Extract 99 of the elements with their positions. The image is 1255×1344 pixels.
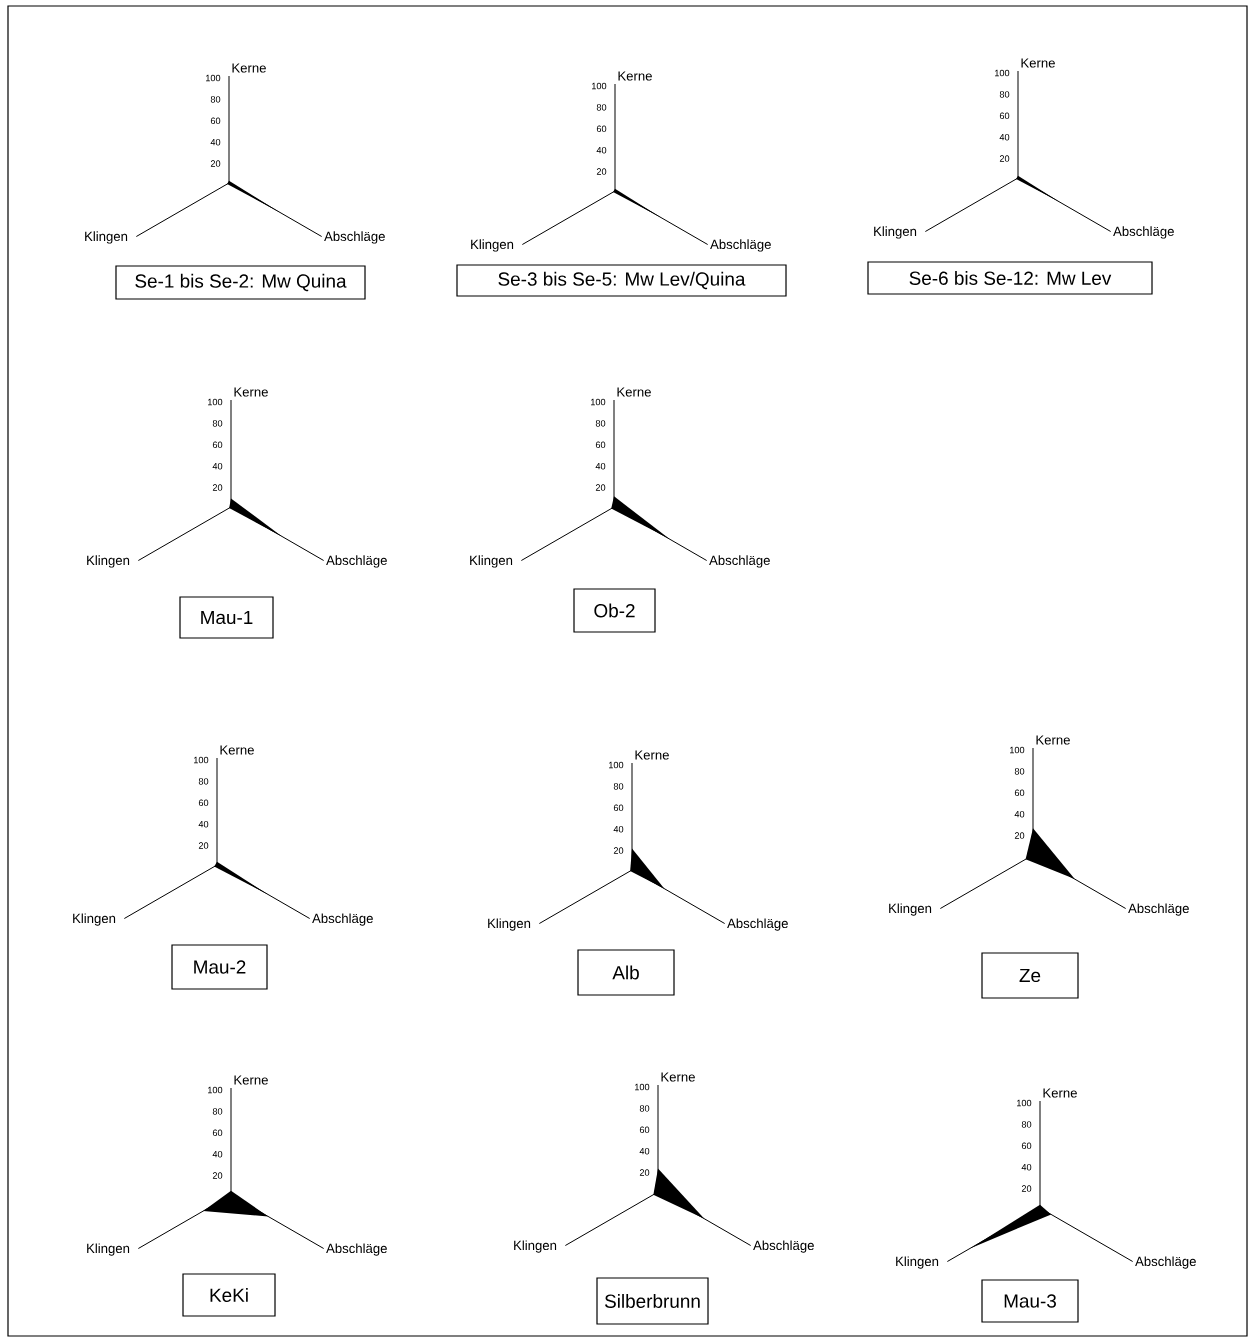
axis-label: Klingen bbox=[470, 555, 513, 568]
axis-label: Abschläge bbox=[1113, 226, 1174, 239]
axis-label: Abschläge bbox=[709, 555, 770, 568]
tick-label: 60 bbox=[198, 799, 209, 807]
tick-label: 20 bbox=[198, 842, 209, 849]
tick-label: 100 bbox=[995, 69, 1010, 77]
label-box: Se-3 bis Se-5: Mw Lev/Quina bbox=[456, 264, 787, 297]
tick-label: 100 bbox=[591, 398, 606, 406]
tick-label: 60 bbox=[212, 1129, 223, 1137]
tick-label: 60 bbox=[212, 441, 223, 449]
tick-label: 20 bbox=[595, 484, 606, 491]
tick-label: 100 bbox=[194, 756, 209, 764]
axis-label: Kerne bbox=[1036, 735, 1070, 745]
tick-label: 40 bbox=[639, 1147, 650, 1155]
tick-label: 60 bbox=[210, 117, 221, 125]
axis-label: Kerne bbox=[220, 745, 254, 755]
tick-label: 40 bbox=[613, 825, 624, 833]
tick-label: 100 bbox=[1010, 746, 1025, 754]
label-box: Ze bbox=[981, 952, 1079, 999]
axis-label: Klingen bbox=[85, 231, 128, 244]
tick-label: 100 bbox=[592, 82, 607, 90]
tick-label: 40 bbox=[999, 133, 1010, 141]
label-box: Mau-1 bbox=[179, 596, 274, 639]
tick-label: 100 bbox=[609, 761, 624, 769]
axis-label: Abschläge bbox=[324, 231, 385, 244]
tick-label: 60 bbox=[1014, 789, 1025, 797]
tick-label: 20 bbox=[1021, 1185, 1032, 1192]
tick-label: 80 bbox=[613, 783, 624, 790]
tick-label: 100 bbox=[206, 74, 221, 82]
tick-label: 20 bbox=[999, 155, 1010, 162]
tick-label: 80 bbox=[595, 420, 606, 427]
tick-label: 40 bbox=[210, 138, 221, 146]
label-box: KeKi bbox=[182, 1273, 276, 1317]
tick-label: 80 bbox=[1021, 1121, 1032, 1128]
tick-label: 100 bbox=[635, 1083, 650, 1091]
axis-label: Kerne bbox=[661, 1072, 695, 1082]
tick-label: 40 bbox=[596, 146, 607, 154]
axis-label: Klingen bbox=[488, 918, 531, 931]
axis-label: Klingen bbox=[87, 1243, 130, 1256]
label-box: Se-1 bis Se-2: Mw Quina bbox=[115, 265, 366, 300]
axis-label: Kerne bbox=[232, 63, 266, 73]
label-box: Se-6 bis Se-12: Mw Lev bbox=[867, 261, 1153, 295]
axis-label: Klingen bbox=[889, 903, 932, 916]
tick-label: 60 bbox=[613, 804, 624, 812]
tick-label: 80 bbox=[999, 91, 1010, 98]
axis-label: Klingen bbox=[874, 226, 917, 239]
axis-label: Klingen bbox=[896, 1256, 939, 1269]
tick-label: 40 bbox=[212, 462, 223, 470]
tick-label: 80 bbox=[1014, 768, 1025, 775]
axis-label: Kerne bbox=[617, 387, 651, 397]
tick-label: 80 bbox=[639, 1105, 650, 1112]
tick-label: 80 bbox=[596, 104, 607, 111]
axis-label: Abschläge bbox=[727, 918, 788, 931]
axis-label: Abschläge bbox=[753, 1240, 814, 1253]
axis-label: Abschläge bbox=[312, 913, 373, 926]
tick-label: 100 bbox=[208, 398, 223, 406]
tick-label: 60 bbox=[1021, 1142, 1032, 1150]
tick-label: 40 bbox=[198, 820, 209, 828]
tick-label: 40 bbox=[1014, 810, 1025, 818]
label-box: Mau-3 bbox=[981, 1279, 1079, 1323]
tick-label: 20 bbox=[210, 160, 221, 167]
tick-label: 60 bbox=[999, 112, 1010, 120]
tick-label: 20 bbox=[212, 484, 223, 491]
axis-label: Kerne bbox=[1021, 58, 1055, 68]
axis-label: Abschläge bbox=[1128, 903, 1189, 916]
axis-label: Kerne bbox=[618, 71, 652, 81]
axis-label: Kerne bbox=[234, 387, 268, 397]
axis-label: Klingen bbox=[471, 239, 514, 252]
tick-label: 80 bbox=[212, 420, 223, 427]
axis-label: Abschläge bbox=[326, 555, 387, 568]
label-box: Alb bbox=[577, 949, 675, 996]
label-box: Ob-2 bbox=[573, 588, 656, 633]
tick-label: 80 bbox=[198, 778, 209, 785]
axis-label: Kerne bbox=[1043, 1088, 1077, 1098]
axis-label: Klingen bbox=[87, 555, 130, 568]
tick-label: 80 bbox=[210, 96, 221, 103]
tick-label: 40 bbox=[212, 1150, 223, 1158]
tick-label: 20 bbox=[212, 1172, 223, 1179]
tick-label: 100 bbox=[208, 1086, 223, 1094]
tick-label: 40 bbox=[1021, 1163, 1032, 1171]
tick-label: 20 bbox=[639, 1169, 650, 1176]
tick-label: 60 bbox=[595, 441, 606, 449]
axis-label: Abschläge bbox=[326, 1243, 387, 1256]
tick-label: 80 bbox=[212, 1108, 223, 1115]
tick-label: 40 bbox=[595, 462, 606, 470]
axis-label: Abschläge bbox=[710, 239, 771, 252]
tick-label: 20 bbox=[1014, 832, 1025, 839]
label-box: Silberbrunn bbox=[596, 1277, 709, 1325]
axis-label: Abschläge bbox=[1135, 1256, 1196, 1269]
label-box: Mau-2 bbox=[171, 944, 268, 990]
tick-label: 20 bbox=[613, 847, 624, 854]
tick-label: 20 bbox=[596, 168, 607, 175]
tick-label: 60 bbox=[639, 1126, 650, 1134]
axis-label: Kerne bbox=[234, 1075, 268, 1085]
tick-label: 60 bbox=[596, 125, 607, 133]
tick-label: 100 bbox=[1017, 1099, 1032, 1107]
axis-label: Klingen bbox=[73, 913, 116, 926]
axis-label: Klingen bbox=[514, 1240, 557, 1253]
axis-label: Kerne bbox=[635, 750, 669, 760]
